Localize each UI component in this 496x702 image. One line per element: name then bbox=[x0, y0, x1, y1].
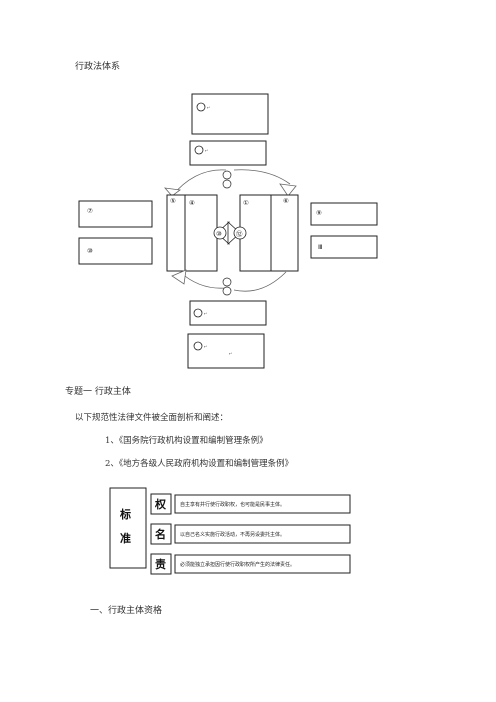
bottom-right-curve-arrow bbox=[233, 271, 287, 292]
diagram-second-box bbox=[189, 140, 267, 166]
top-box-marker-icon bbox=[196, 102, 206, 112]
center-right-inner-label: ① bbox=[243, 199, 249, 207]
standard-label-2: 准 bbox=[120, 531, 131, 545]
standard-desc-2: 以自己名义实施行政活动，不再另设委托主体。 bbox=[180, 531, 285, 538]
diagram-right-box-1 bbox=[310, 202, 378, 226]
second-box-mark: ↵ bbox=[205, 148, 208, 153]
standard-desc-1: 自主享有并行使行政职权，也可能是民事主体。 bbox=[180, 501, 285, 508]
top-small-circle-2 bbox=[222, 179, 232, 189]
diagram-left-box-2 bbox=[78, 237, 153, 265]
center-right-outer-label: ⑥ bbox=[283, 197, 289, 205]
diagram-top-box bbox=[191, 93, 269, 135]
standard-key-box-1 bbox=[150, 493, 172, 515]
topic-heading: 专题一 行政主体 bbox=[65, 387, 131, 397]
bottom-small-circle-2 bbox=[222, 286, 232, 296]
top-right-curve-arrow bbox=[233, 169, 291, 185]
second-box-marker-icon bbox=[194, 145, 204, 155]
bottom-box-1-marker-icon bbox=[193, 308, 203, 318]
center-left-inner-label: ④ bbox=[189, 199, 195, 207]
standard-key-3: 责 bbox=[155, 557, 166, 571]
standard-label-box bbox=[109, 487, 147, 569]
left-box-2-label: ⑩ bbox=[87, 247, 93, 255]
bottom-box-2-end-mark: ↵ bbox=[229, 351, 232, 356]
standard-key-1: 权 bbox=[154, 497, 167, 511]
standard-label-1: 标 bbox=[119, 507, 131, 521]
bottom-box-2-mark: ↵ bbox=[204, 344, 207, 349]
middle-circle-right-label: ⑫ bbox=[236, 230, 243, 238]
section-heading-1: 一、行政主体资格 bbox=[90, 606, 163, 616]
diagram-left-box-1 bbox=[78, 200, 153, 228]
law-item-2: 2、《地方各级人民政府机构设置和编制管理条例》 bbox=[105, 459, 294, 469]
diagram-center-right-outer bbox=[270, 194, 299, 272]
right-box-1-label: ⑨ bbox=[316, 209, 322, 217]
top-left-arrow-head bbox=[163, 187, 182, 197]
top-right-arrow-head bbox=[279, 183, 297, 197]
bottom-small-circle-1 bbox=[222, 277, 232, 287]
middle-circle-left-label: ⑩ bbox=[216, 230, 222, 238]
diagram-center-left-inner bbox=[184, 194, 218, 272]
document-title: 行政法体系 bbox=[75, 62, 121, 72]
right-box-2-label: Ⅲ bbox=[318, 243, 322, 251]
bottom-left-arrow-head bbox=[171, 269, 187, 285]
top-small-circle-1 bbox=[222, 170, 232, 180]
center-left-outer-label: ⑤ bbox=[170, 197, 176, 205]
standard-desc-box-3 bbox=[174, 554, 351, 574]
law-item-1: 1、《国务院行政机构设置和编制管理条例》 bbox=[105, 436, 268, 446]
standard-desc-3: 必须能独立承担因行使行政职权所产生的法律责任。 bbox=[180, 561, 295, 568]
middle-circle-right bbox=[233, 226, 247, 240]
standard-desc-box-1 bbox=[174, 494, 351, 514]
middle-circle-left bbox=[213, 226, 227, 240]
diagram-bottom-box-2 bbox=[187, 333, 265, 369]
intro-paragraph: 以下规范性法律文件被全面剖析和阐述： bbox=[75, 413, 229, 423]
left-box-1-label: ⑦ bbox=[87, 207, 93, 215]
diagram-bottom-box-1 bbox=[189, 300, 267, 326]
standard-key-2: 名 bbox=[155, 527, 166, 541]
top-left-curve-arrow bbox=[171, 169, 227, 197]
diagram-right-box-2 bbox=[310, 235, 378, 259]
bottom-left-curve-arrow bbox=[179, 271, 227, 289]
top-box-mark: ↵ bbox=[207, 105, 210, 110]
standard-key-box-3 bbox=[150, 553, 172, 575]
bottom-box-2-marker-icon bbox=[193, 341, 203, 351]
bottom-box-1-mark: ↵ bbox=[204, 311, 207, 316]
standard-key-box-2 bbox=[150, 523, 172, 545]
diagram-center-left-outer bbox=[166, 194, 186, 272]
standard-desc-box-2 bbox=[174, 524, 351, 544]
